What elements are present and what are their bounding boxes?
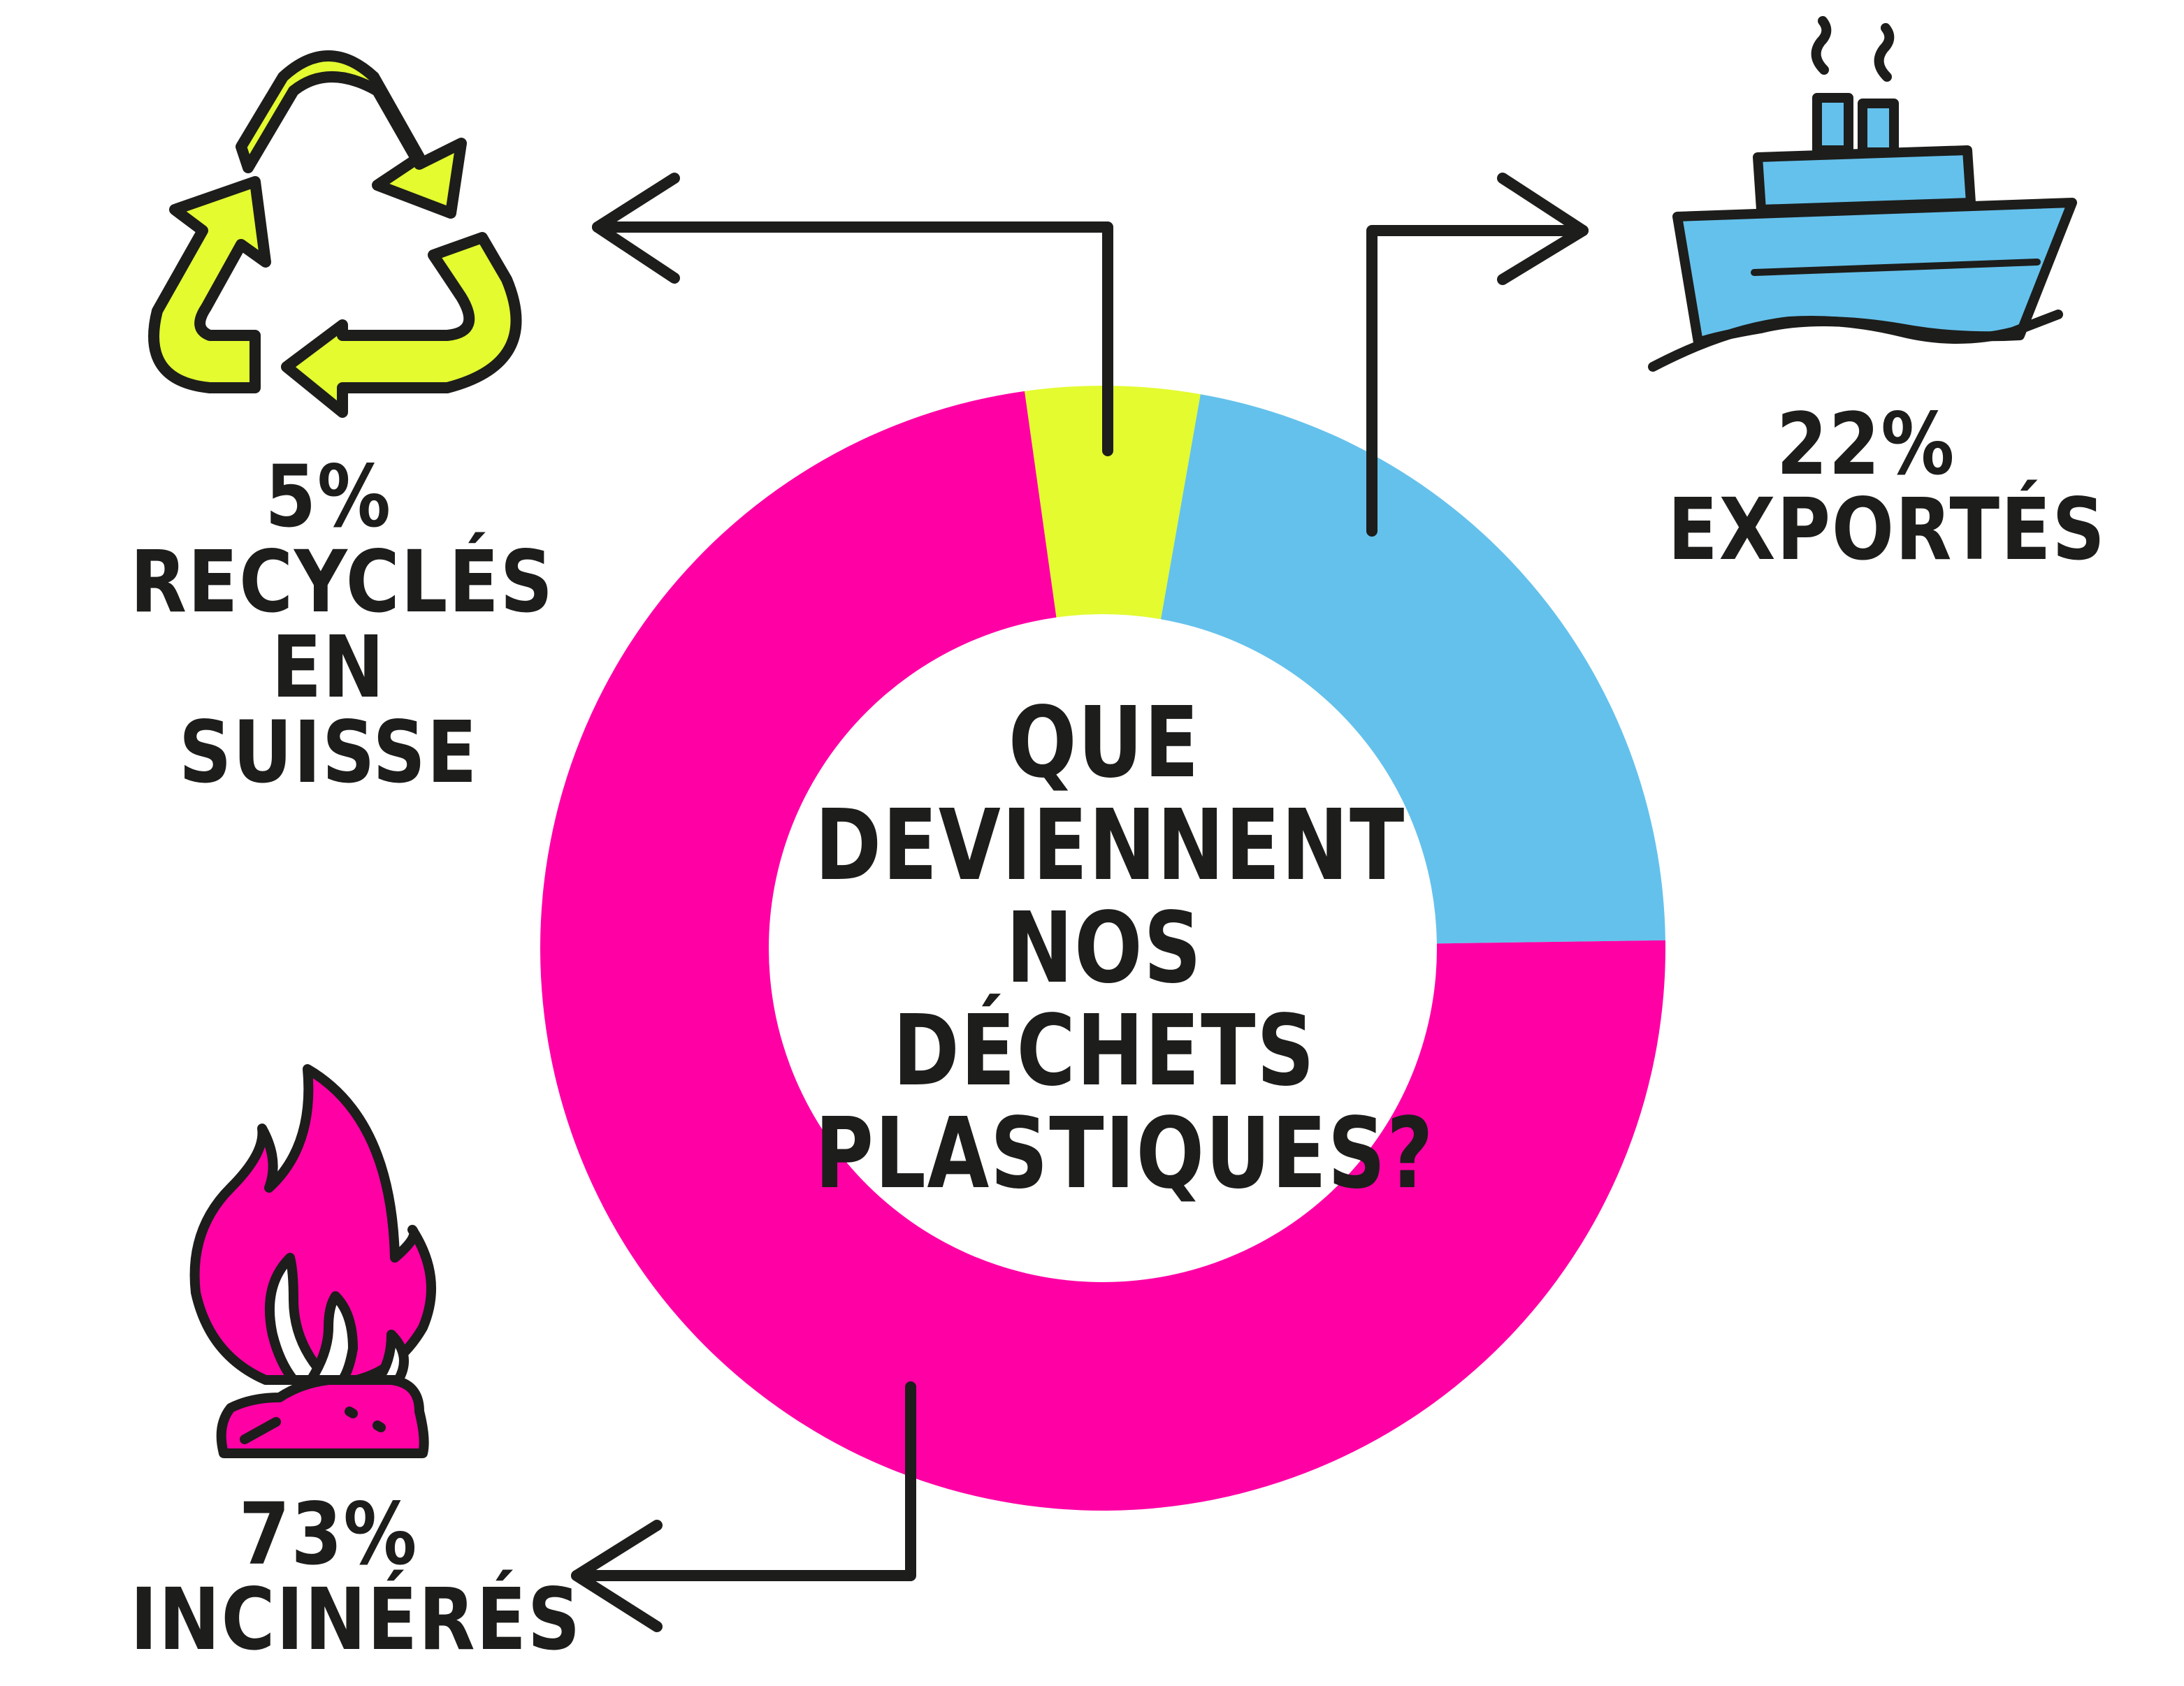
slice-label-incinerated-value: 73%: [238, 1485, 419, 1584]
connector-arrow-recycled: [592, 173, 1113, 456]
donut-slices: [540, 386, 1666, 1511]
donut-slice-recycled: [1024, 386, 1201, 620]
donut-slice-incinerated: [540, 391, 1666, 1511]
slice-label-recycled-text: RECYCLÉS: [130, 532, 554, 632]
chart-title-line-2: DEVIENNENT: [814, 789, 1405, 903]
slice-label-exported-text: EXPORTÉS: [1668, 480, 2106, 579]
slice-label-incinerated-text: INCINÉRÉS: [130, 1570, 582, 1669]
slice-label-incinerated: 73% INCINÉRÉS: [130, 1485, 582, 1669]
slice-label-recycled-value: 5%: [265, 447, 392, 546]
recycle-icon: [148, 50, 522, 418]
connector-arrow-exported: [1366, 173, 1589, 537]
ship-icon: [1648, 16, 2077, 372]
chart-title-line-3: NOS DÉCHETS: [892, 892, 1316, 1108]
chart-title-line-1: QUE: [1008, 686, 1201, 800]
fire-icon: [189, 1064, 436, 1458]
chart-title: QUE DEVIENNENT NOS DÉCHETS PLASTIQUES?: [814, 686, 1435, 1211]
slice-label-exported-value: 22%: [1776, 395, 1956, 494]
chart-title-line-4: PLASTIQUES?: [814, 1097, 1435, 1211]
slice-label-recycled-text-2: EN SUISSE: [178, 618, 479, 802]
donut-slice-exported: [1161, 394, 1665, 944]
connector-arrow-incinerated: [571, 1381, 916, 1632]
slice-label-recycled: 5% RECYCLÉS EN SUISSE: [130, 447, 554, 802]
slice-label-exported: 22% EXPORTÉS: [1668, 395, 2106, 579]
